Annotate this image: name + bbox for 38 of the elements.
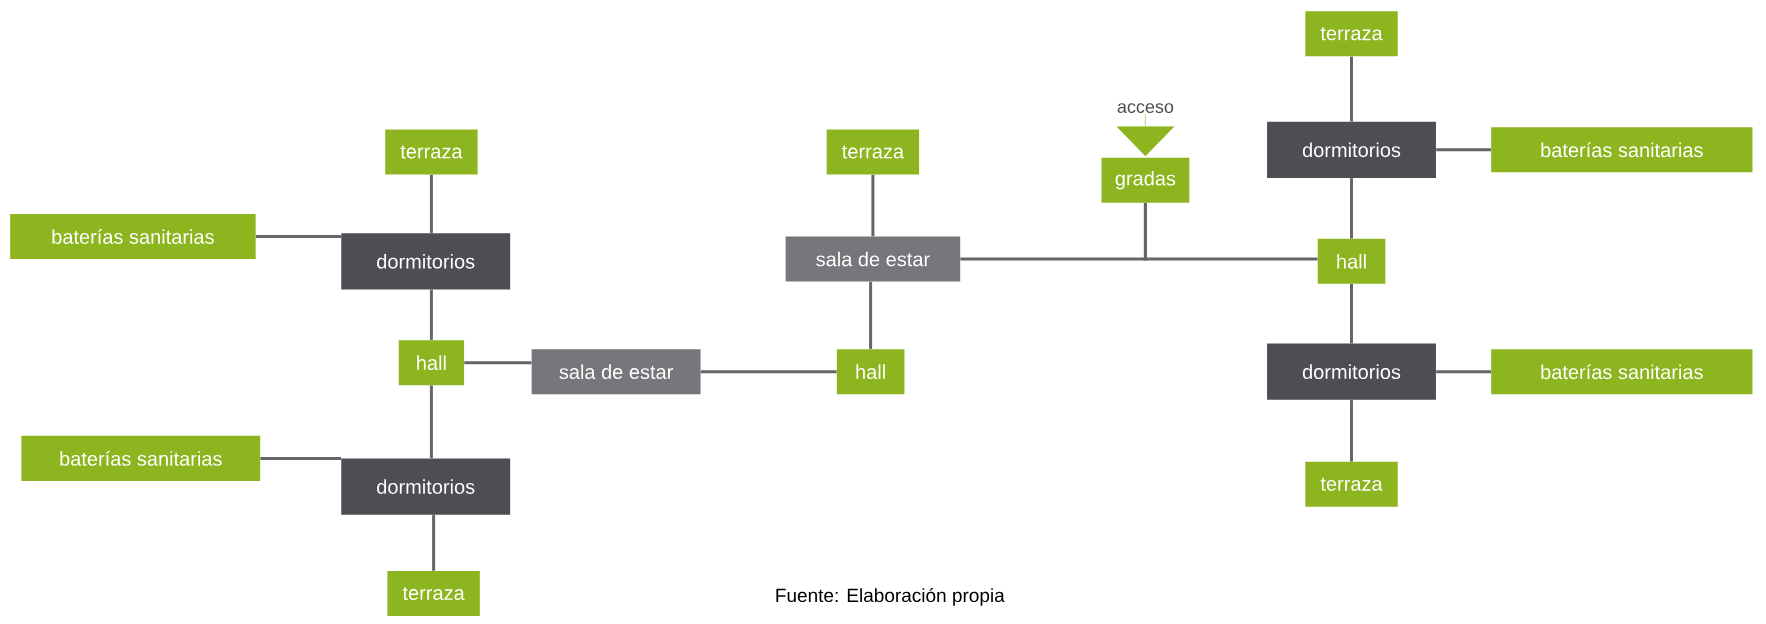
connector-line [1350,284,1353,344]
room-box: dormitorios [1267,343,1436,400]
connector-line [1350,178,1353,239]
connector-line [1436,148,1491,152]
room-box: terraza [1305,461,1398,507]
room-box: sala de estar [785,236,961,282]
connector-line [429,174,433,233]
room-box: baterías sanitarias [1491,349,1753,395]
connector-line [260,456,342,460]
room-box: dormitorios [341,458,511,515]
room-box: terraza [1305,11,1398,57]
connector-line [255,235,342,238]
room-box: terraza [826,129,920,175]
entrance-label: acceso [1117,103,1174,114]
room-box: baterías sanitarias [21,435,261,481]
room-box: hall [1317,238,1386,284]
connector-line [700,370,837,374]
caption: Fuente: Elaboración propia [776,587,1005,606]
connector-line [1436,370,1491,374]
connector-line [1350,56,1353,122]
connector-line [429,289,433,340]
room-box: dormitorios [341,233,511,290]
connector-line [1350,400,1353,462]
room-box: hall [836,349,905,395]
connector-line [464,361,532,365]
connector-line [432,514,436,571]
room-box: terraza [385,129,478,175]
connector-line [429,385,433,459]
room-box: hall [398,340,465,386]
room-box: sala de estar [531,349,701,395]
connector-line [869,281,873,349]
room-box: baterías sanitarias [1491,127,1753,173]
connector-line [871,174,875,237]
room-box: baterías sanitarias [10,213,256,260]
connector-line [1116,113,1175,157]
connector-line [1143,202,1318,261]
room-box: terraza [387,570,480,617]
room-box: dormitorios [1267,121,1436,178]
